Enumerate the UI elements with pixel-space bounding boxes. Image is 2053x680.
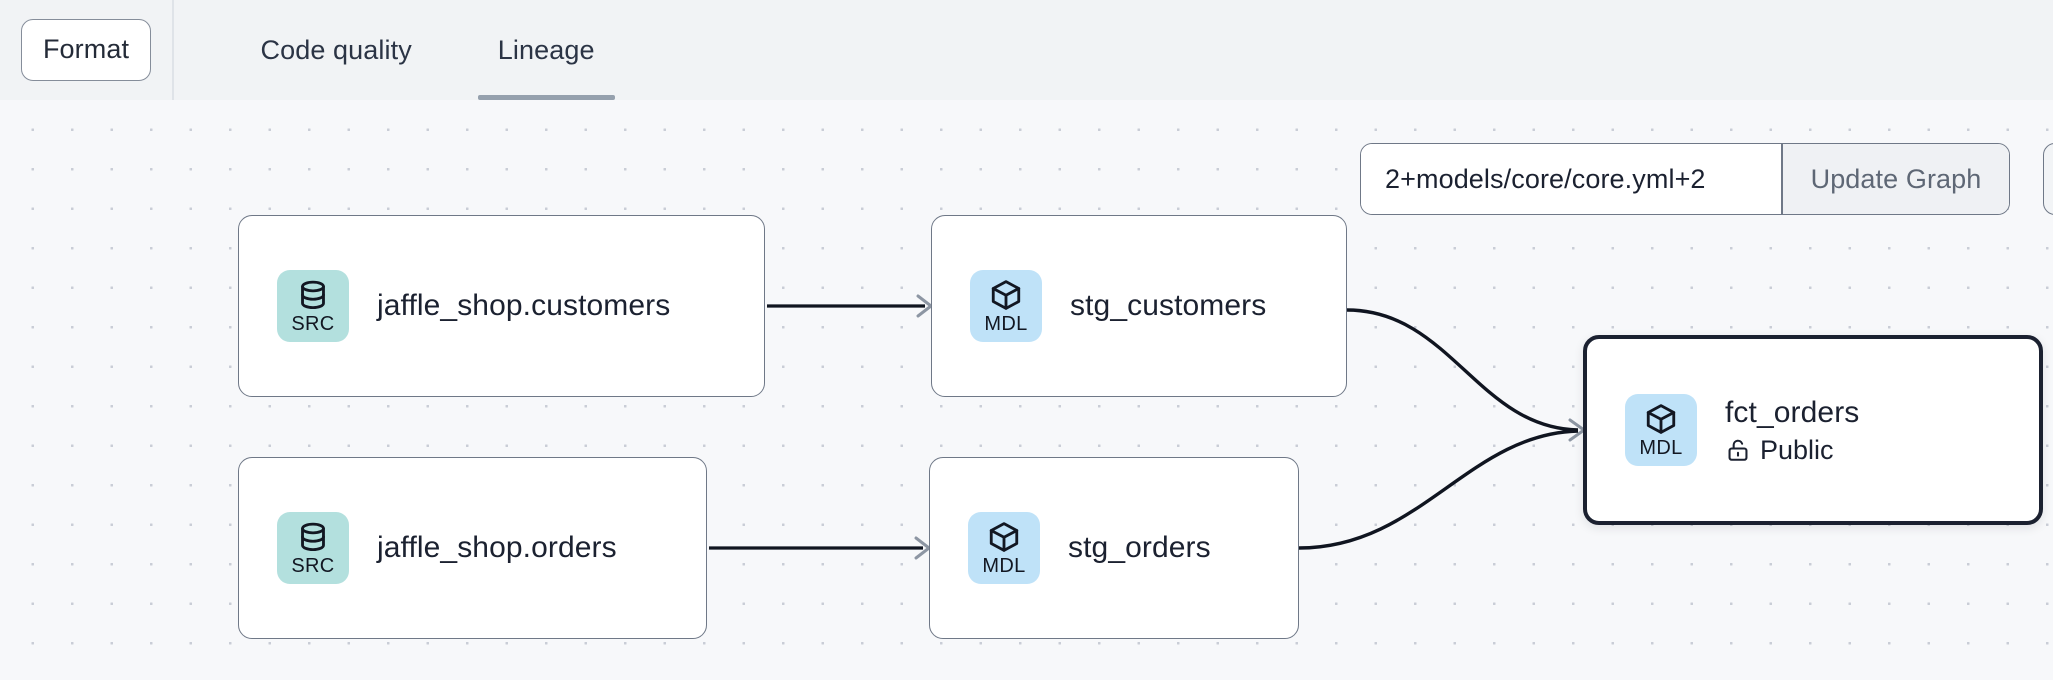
model-badge: MDL	[1625, 394, 1697, 466]
unlock-icon	[1728, 439, 1748, 461]
tab-code-quality[interactable]: Code quality	[260, 34, 412, 65]
cube-icon	[991, 279, 1021, 310]
cube-icon	[989, 521, 1019, 552]
lineage-node-jaffle-shop-orders[interactable]: SRC jaffle_shop.orders	[238, 457, 707, 639]
node-text-block: fct_orders Public	[1725, 394, 1859, 466]
node-title: jaffle_shop.customers	[377, 289, 671, 322]
node-access-row: Public	[1725, 434, 1859, 466]
lineage-node-stg-customers[interactable]: MDL stg_customers	[931, 215, 1347, 397]
node-access-label: Public	[1760, 435, 1834, 465]
edge-stg-orders-to-fct-orders	[1298, 429, 1579, 550]
model-badge-label: MDL	[1639, 436, 1683, 459]
node-text-block: jaffle_shop.orders	[377, 529, 617, 567]
model-badge: MDL	[970, 270, 1042, 342]
edge-stg-customers-to-fct-orders	[1346, 308, 1586, 442]
tab-bar: Code quality Lineage	[174, 0, 661, 100]
edge-orders-to-stg-orders	[709, 536, 931, 560]
source-badge: SRC	[277, 512, 349, 584]
selector-separator	[1781, 144, 1783, 214]
cube-icon	[1646, 403, 1676, 434]
graph-options-button[interactable]	[2043, 143, 2053, 215]
source-badge-label: SRC	[291, 312, 335, 335]
source-badge: SRC	[277, 270, 349, 342]
edge-customers-to-stg-customers	[767, 294, 933, 318]
lineage-node-jaffle-shop-customers[interactable]: SRC jaffle_shop.customers	[238, 215, 765, 397]
lineage-node-stg-orders[interactable]: MDL stg_orders	[929, 457, 1299, 639]
database-icon	[301, 280, 325, 309]
model-selector-input[interactable]	[1361, 144, 1781, 214]
node-title: jaffle_shop.orders	[377, 531, 617, 564]
model-badge: MDL	[968, 512, 1040, 584]
node-text-block: jaffle_shop.customers	[377, 287, 670, 325]
lineage-canvas[interactable]: SRC jaffle_shop.customers MDL stg_custom…	[0, 100, 2053, 680]
database-icon	[301, 522, 325, 551]
node-title: stg_orders	[1068, 531, 1211, 564]
node-text-block: stg_orders	[1068, 529, 1211, 567]
toolbar-header: Format Code quality Lineage	[0, 0, 2053, 100]
model-badge-label: MDL	[984, 312, 1028, 335]
format-button-zone: Format	[0, 0, 172, 100]
header-divider	[172, 0, 174, 100]
tab-lineage[interactable]: Lineage	[477, 0, 615, 100]
node-text-block: stg_customers	[1070, 287, 1266, 325]
model-badge-label: MDL	[982, 554, 1026, 577]
format-button[interactable]: Format	[21, 19, 151, 81]
update-graph-button[interactable]: Update Graph	[1782, 144, 2010, 214]
node-title: stg_customers	[1070, 289, 1267, 322]
model-selector-bar: Update Graph	[1360, 143, 2011, 215]
lineage-node-fct-orders[interactable]: MDL fct_orders Public	[1583, 335, 2043, 525]
source-badge-label: SRC	[291, 554, 335, 577]
node-title: fct_orders	[1725, 396, 1860, 429]
